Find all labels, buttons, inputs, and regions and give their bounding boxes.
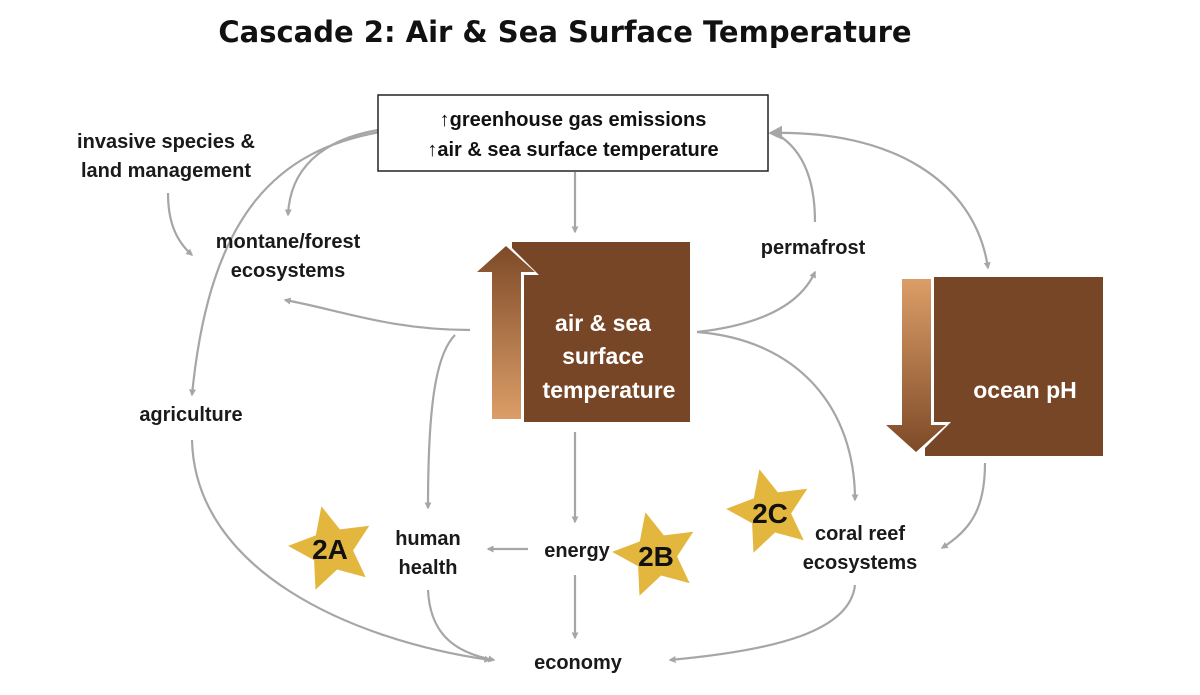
page-title: Cascade 2: Air & Sea Surface Temperature <box>218 15 911 49</box>
driver-line-emissions: ↑greenhouse gas emissions <box>440 109 707 131</box>
sst-label-line2: surface <box>562 343 644 369</box>
connector-invasive-to-montane <box>166 192 194 256</box>
connector-sst-to-human-health <box>424 334 456 510</box>
sst-label-line3: temperature <box>543 377 676 403</box>
connector-driver-to-montane <box>284 128 379 217</box>
node-economy: economy <box>534 652 623 674</box>
connector-coral-to-economy <box>668 584 857 663</box>
driver-box <box>377 94 769 172</box>
node-agriculture: agriculture <box>139 404 242 426</box>
sst-box <box>512 242 690 422</box>
sst-label-line1: air & sea <box>555 310 651 336</box>
star-2a-label: 2A <box>312 534 348 565</box>
connector-driver-ph-bidirectional <box>768 125 991 270</box>
star-2c-label: 2C <box>752 498 788 529</box>
connector-health-to-economy <box>426 589 496 663</box>
star-2b-icon <box>612 512 694 596</box>
node-invasive-line1: invasive species & <box>77 131 255 153</box>
connector-ph-to-coral <box>940 462 987 549</box>
connector-agriculture-to-economy <box>190 439 492 663</box>
connector-permafrost-to-driver <box>771 131 817 223</box>
sst-indicator: air & sea surface temperature <box>473 242 690 422</box>
node-permafrost: permafrost <box>761 237 866 259</box>
ph-indicator: ocean pH <box>881 277 1103 457</box>
star-2b: 2B <box>612 512 694 596</box>
connector-sst-to-permafrost <box>696 270 817 334</box>
star-2b-label: 2B <box>638 541 674 572</box>
node-coral-line2: ecosystems <box>803 552 918 574</box>
up-arrow-icon <box>477 246 535 419</box>
star-2a-icon <box>288 506 370 590</box>
connector-sst-to-coral <box>696 330 859 502</box>
node-human-health-line1: human <box>395 528 461 550</box>
ph-box <box>925 277 1103 456</box>
node-coral-line1: coral reef <box>815 523 905 545</box>
node-montane-line1: montane/forest <box>216 231 361 253</box>
node-human-health-line2: health <box>399 557 458 579</box>
driver-line-temperature: ↑air & sea surface temperature <box>427 139 718 161</box>
star-2c-icon <box>726 469 808 553</box>
star-2a: 2A <box>288 506 370 590</box>
connectors <box>166 125 991 663</box>
connector-sst-to-montane <box>283 297 471 332</box>
connector-driver-to-agriculture <box>189 130 381 397</box>
node-invasive-line2: land management <box>81 160 251 182</box>
node-montane-line2: ecosystems <box>231 260 346 282</box>
ph-label: ocean pH <box>973 377 1077 403</box>
star-2c: 2C <box>726 469 808 553</box>
down-arrow-icon <box>886 279 946 452</box>
node-energy: energy <box>544 540 610 562</box>
